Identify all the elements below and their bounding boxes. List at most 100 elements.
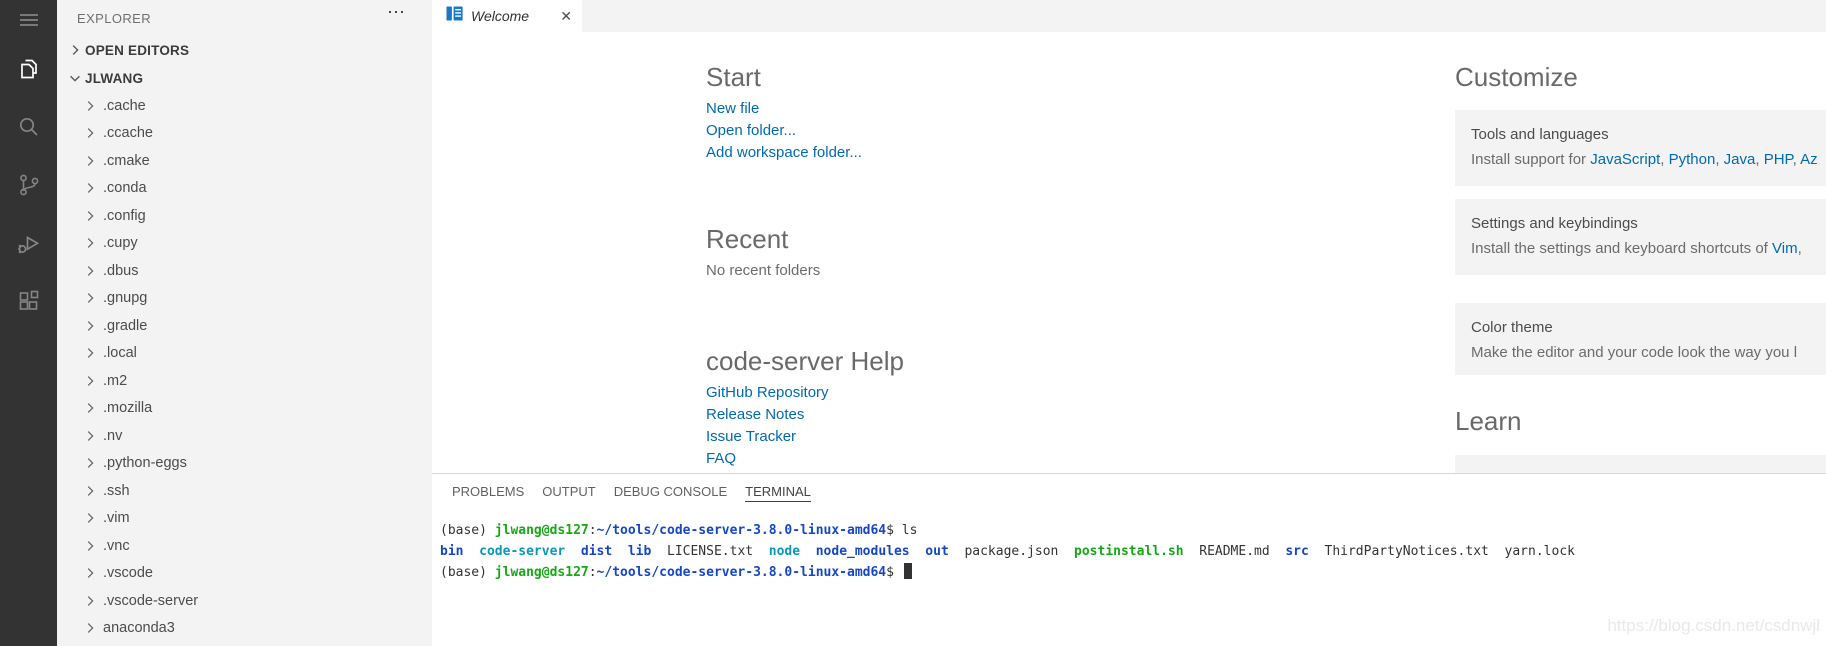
tree-item[interactable]: .config	[57, 202, 432, 230]
chevron-right-icon	[82, 98, 98, 114]
card-link[interactable]: Java	[1723, 151, 1756, 168]
panel-tab-output[interactable]: OUTPUT	[542, 484, 596, 499]
tree-item[interactable]: .vscode-server	[57, 587, 432, 615]
chevron-right-icon	[82, 208, 98, 224]
tree-item-label: .vscode-server	[103, 592, 199, 609]
tree-item[interactable]: .python-eggs	[57, 450, 432, 478]
chevron-right-icon	[82, 373, 98, 389]
editor-tab-bar: Welcome ✕	[432, 0, 1826, 32]
tree-item-label: .ccache	[103, 125, 153, 142]
sidebar-section-workspace-root[interactable]: JLWANG	[57, 64, 432, 92]
terminal[interactable]: (base) jlwang@ds127:~/tools/code-server-…	[432, 502, 1826, 583]
panel-tab-problems[interactable]: PROBLEMS	[452, 484, 525, 499]
tree-item[interactable]: .cupy	[57, 230, 432, 258]
explorer-files-icon[interactable]	[0, 40, 57, 98]
tab-label: Welcome	[471, 8, 530, 24]
tree-item[interactable]: .nv	[57, 422, 432, 450]
tree-item-label: .mozilla	[103, 400, 153, 417]
welcome-tab-icon	[446, 5, 463, 27]
sidebar-title: EXPLORER	[77, 10, 152, 26]
tree-item-label: .ssh	[103, 482, 130, 499]
card-title: Color theme	[1471, 319, 1553, 336]
chevron-right-icon	[82, 125, 98, 141]
tree-item[interactable]: .mozilla	[57, 395, 432, 423]
tree-item-label: .vim	[103, 510, 130, 527]
tree-item[interactable]: .cmake	[57, 147, 432, 175]
activity-bar	[0, 0, 57, 646]
close-icon[interactable]: ✕	[560, 7, 572, 24]
tree-item-label: .vnc	[103, 537, 130, 554]
panel-tab-terminal[interactable]: TERMINAL	[745, 484, 811, 502]
tab-welcome[interactable]: Welcome ✕	[432, 0, 582, 32]
tree-item-label: .nv	[103, 427, 123, 444]
panel-tab-debug-console[interactable]: DEBUG CONSOLE	[613, 484, 728, 499]
panel-tab-bar: PROBLEMS OUTPUT DEBUG CONSOLE TERMINAL	[432, 474, 1826, 502]
terminal-line: (base) jlwang@ds127:~/tools/code-server-…	[440, 523, 918, 538]
more-actions-icon[interactable]: ⋯	[387, 2, 406, 22]
chevron-right-icon	[82, 400, 98, 416]
card-link[interactable]: Vim	[1772, 240, 1798, 257]
tree-item[interactable]: .vnc	[57, 532, 432, 560]
card-link[interactable]: PHP	[1763, 151, 1793, 168]
start-link[interactable]: New file	[706, 100, 760, 117]
help-link[interactable]: Release Notes	[706, 406, 805, 423]
tree-item[interactable]: .ccache	[57, 120, 432, 148]
card-description: Install the settings and keyboard shortc…	[1471, 240, 1802, 257]
chevron-right-icon	[82, 345, 98, 361]
help-link[interactable]: Issue Tracker	[706, 428, 797, 445]
tree-item[interactable]: .conda	[57, 175, 432, 203]
section-label: OPEN EDITORS	[85, 42, 190, 58]
chevron-right-icon	[82, 455, 98, 471]
tree-item-label: .gnupg	[103, 290, 148, 307]
extensions-icon[interactable]	[0, 272, 57, 330]
tree-item[interactable]: .cache	[57, 92, 432, 120]
search-icon[interactable]	[0, 98, 57, 156]
file-tree: .cache .ccache .cmake .conda .config .cupy .db…	[57, 92, 432, 642]
source-control-icon[interactable]	[0, 156, 57, 214]
tree-item[interactable]: .gradle	[57, 312, 432, 340]
tree-item-label: .dbus	[103, 262, 139, 279]
tree-item-label: .cupy	[103, 235, 138, 252]
sidebar-header: EXPLORER ⋯	[57, 0, 432, 36]
tree-item[interactable]: .gnupg	[57, 285, 432, 313]
card-title: Settings and keybindings	[1471, 215, 1638, 232]
card-link[interactable]: Az	[1800, 151, 1818, 168]
chevron-right-icon	[82, 428, 98, 444]
tree-item[interactable]: .vscode	[57, 560, 432, 588]
tree-item[interactable]: .ssh	[57, 477, 432, 505]
sidebar-explorer: EXPLORER ⋯ OPEN EDITORS JLWANG .cache .cc…	[57, 0, 432, 646]
tree-item-label: .vscode	[103, 565, 153, 582]
tree-item[interactable]: anaconda3	[57, 615, 432, 643]
help-link[interactable]: FAQ	[706, 450, 737, 467]
tree-item[interactable]: .vim	[57, 505, 432, 533]
tree-item-label: .conda	[103, 180, 147, 197]
card-link[interactable]: JavaScript	[1590, 151, 1661, 168]
menu-icon[interactable]	[0, 0, 57, 40]
chevron-right-icon	[82, 593, 98, 609]
card-link[interactable]: Python	[1668, 151, 1716, 168]
help-link[interactable]: GitHub Repository	[706, 384, 829, 401]
start-link[interactable]: Open folder...	[706, 122, 797, 139]
terminal-line: bin code-server dist lib LICENSE.txt nod…	[440, 544, 1575, 559]
chevron-right-icon	[82, 153, 98, 169]
card-description: Install support for JavaScript, Python, …	[1471, 151, 1818, 168]
tree-item-label: .python-eggs	[103, 455, 187, 472]
learn-card[interactable]	[1455, 455, 1826, 473]
tree-item[interactable]: .local	[57, 340, 432, 368]
chevron-right-icon	[82, 180, 98, 196]
start-link[interactable]: Add workspace folder...	[706, 144, 862, 161]
chevron-right-icon	[82, 565, 98, 581]
card-title: Tools and languages	[1471, 126, 1609, 143]
run-debug-icon[interactable]	[0, 214, 57, 272]
sidebar-section-open-editors[interactable]: OPEN EDITORS	[57, 36, 432, 64]
tree-item[interactable]: .m2	[57, 367, 432, 395]
tree-item[interactable]: .dbus	[57, 257, 432, 285]
